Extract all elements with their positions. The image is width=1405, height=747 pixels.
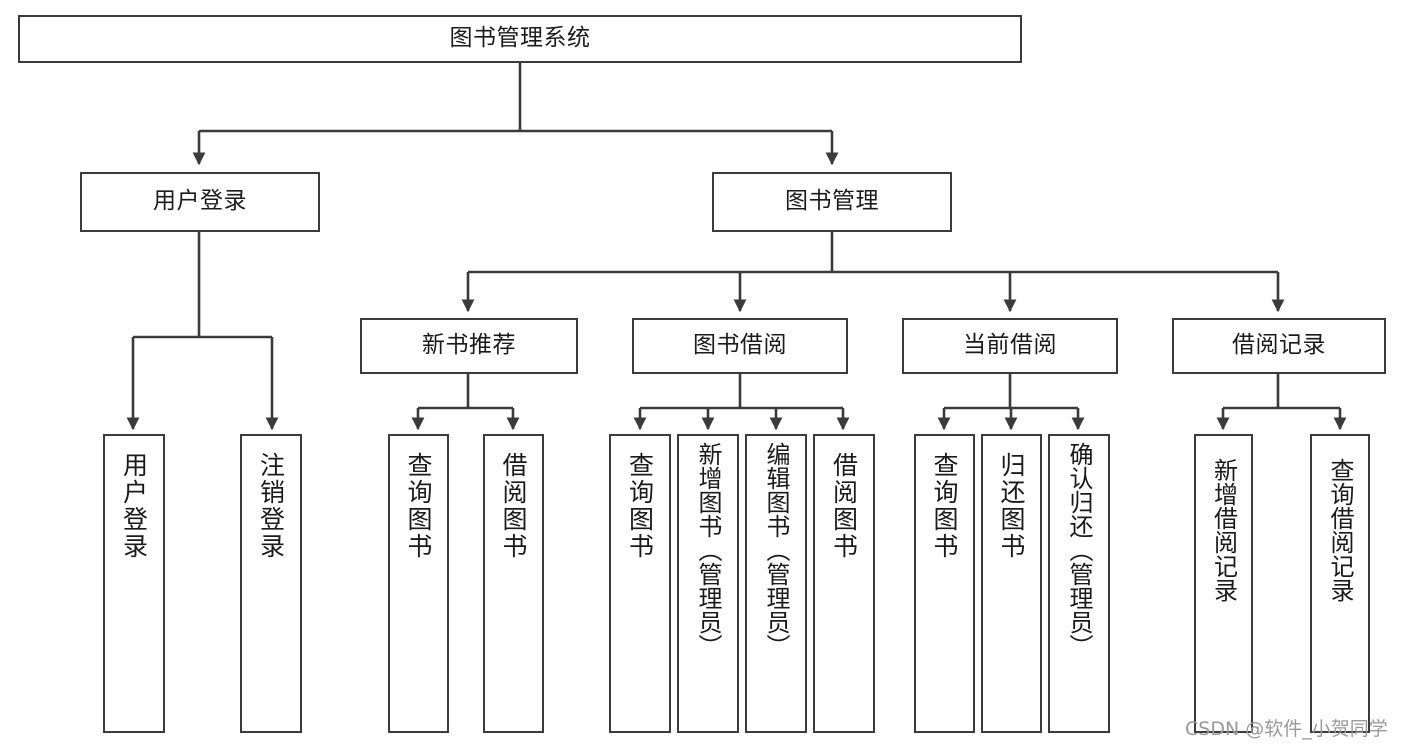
node-root-label: 图书管理系统 [449,25,591,52]
node-leaf-edit-book-label: 编辑图书（管理员） [762,442,790,658]
node-book-borrow-label: 图书借阅 [693,332,787,359]
node-leaf-query-record[interactable]: 查询借阅记录 [1310,434,1370,733]
node-user-login-label: 用户登录 [153,188,247,215]
node-leaf-query-book-3[interactable]: 查询图书 [914,434,975,733]
node-leaf-query-record-label: 查询借阅记录 [1326,458,1354,602]
node-leaf-user-logout-label: 注销登录 [256,452,286,560]
node-leaf-query-book-1[interactable]: 查询图书 [388,434,449,733]
node-leaf-confirm-return[interactable]: 确认归还（管理员） [1048,434,1110,733]
node-leaf-query-book-2[interactable]: 查询图书 [609,434,671,733]
node-book-manage[interactable]: 图书管理 [712,172,952,232]
node-borrow-record[interactable]: 借阅记录 [1172,318,1386,374]
node-leaf-add-record[interactable]: 新增借阅记录 [1194,434,1253,733]
node-current-borrow[interactable]: 当前借阅 [902,318,1118,374]
node-current-borrow-label: 当前借阅 [963,332,1057,359]
node-leaf-confirm-return-label: 确认归还（管理员） [1065,442,1093,658]
node-leaf-add-book[interactable]: 新增图书（管理员） [677,434,739,733]
node-leaf-query-book-2-label: 查询图书 [625,452,655,560]
node-new-book-recommend-label: 新书推荐 [422,332,516,359]
node-new-book-recommend[interactable]: 新书推荐 [360,318,578,374]
node-leaf-user-logout[interactable]: 注销登录 [240,434,302,733]
node-leaf-borrow-book-2-label: 借阅图书 [829,452,859,560]
node-user-login[interactable]: 用户登录 [80,172,320,232]
node-leaf-query-book-3-label: 查询图书 [930,452,959,560]
node-leaf-query-book-1-label: 查询图书 [404,452,433,560]
node-leaf-borrow-book-1[interactable]: 借阅图书 [483,434,544,733]
node-borrow-record-label: 借阅记录 [1232,332,1326,359]
node-leaf-add-book-label: 新增图书（管理员） [694,442,722,658]
node-leaf-return-book[interactable]: 归还图书 [981,434,1042,733]
node-leaf-borrow-book-1-label: 借阅图书 [499,452,528,560]
node-leaf-user-login-label: 用户登录 [119,452,149,560]
node-leaf-borrow-book-2[interactable]: 借阅图书 [813,434,875,733]
node-root[interactable]: 图书管理系统 [18,15,1022,63]
node-leaf-edit-book[interactable]: 编辑图书（管理员） [745,434,807,733]
node-leaf-add-record-label: 新增借阅记录 [1209,458,1238,602]
node-leaf-user-login[interactable]: 用户登录 [103,434,165,733]
node-book-borrow[interactable]: 图书借阅 [632,318,848,374]
watermark-text: CSDN @软件_小贺同学 [1185,718,1388,740]
node-book-manage-label: 图书管理 [785,188,879,215]
node-leaf-return-book-label: 归还图书 [997,452,1026,560]
